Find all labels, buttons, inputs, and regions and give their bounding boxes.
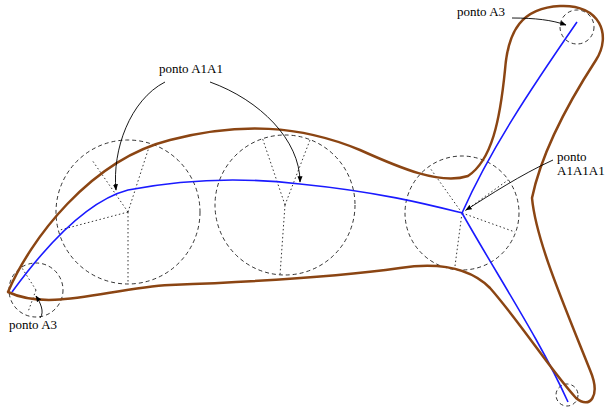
callout-label: ponto A1A1A1 <box>556 150 610 178</box>
callout-label: ponto A1A1 <box>158 62 224 76</box>
callout-label: ponto A3 <box>8 318 58 332</box>
medial-axis <box>12 22 577 402</box>
contact-radii <box>22 137 515 312</box>
fish-outline <box>8 6 603 402</box>
leader-lines <box>36 18 566 318</box>
callout-label: ponto A3 <box>456 5 506 19</box>
